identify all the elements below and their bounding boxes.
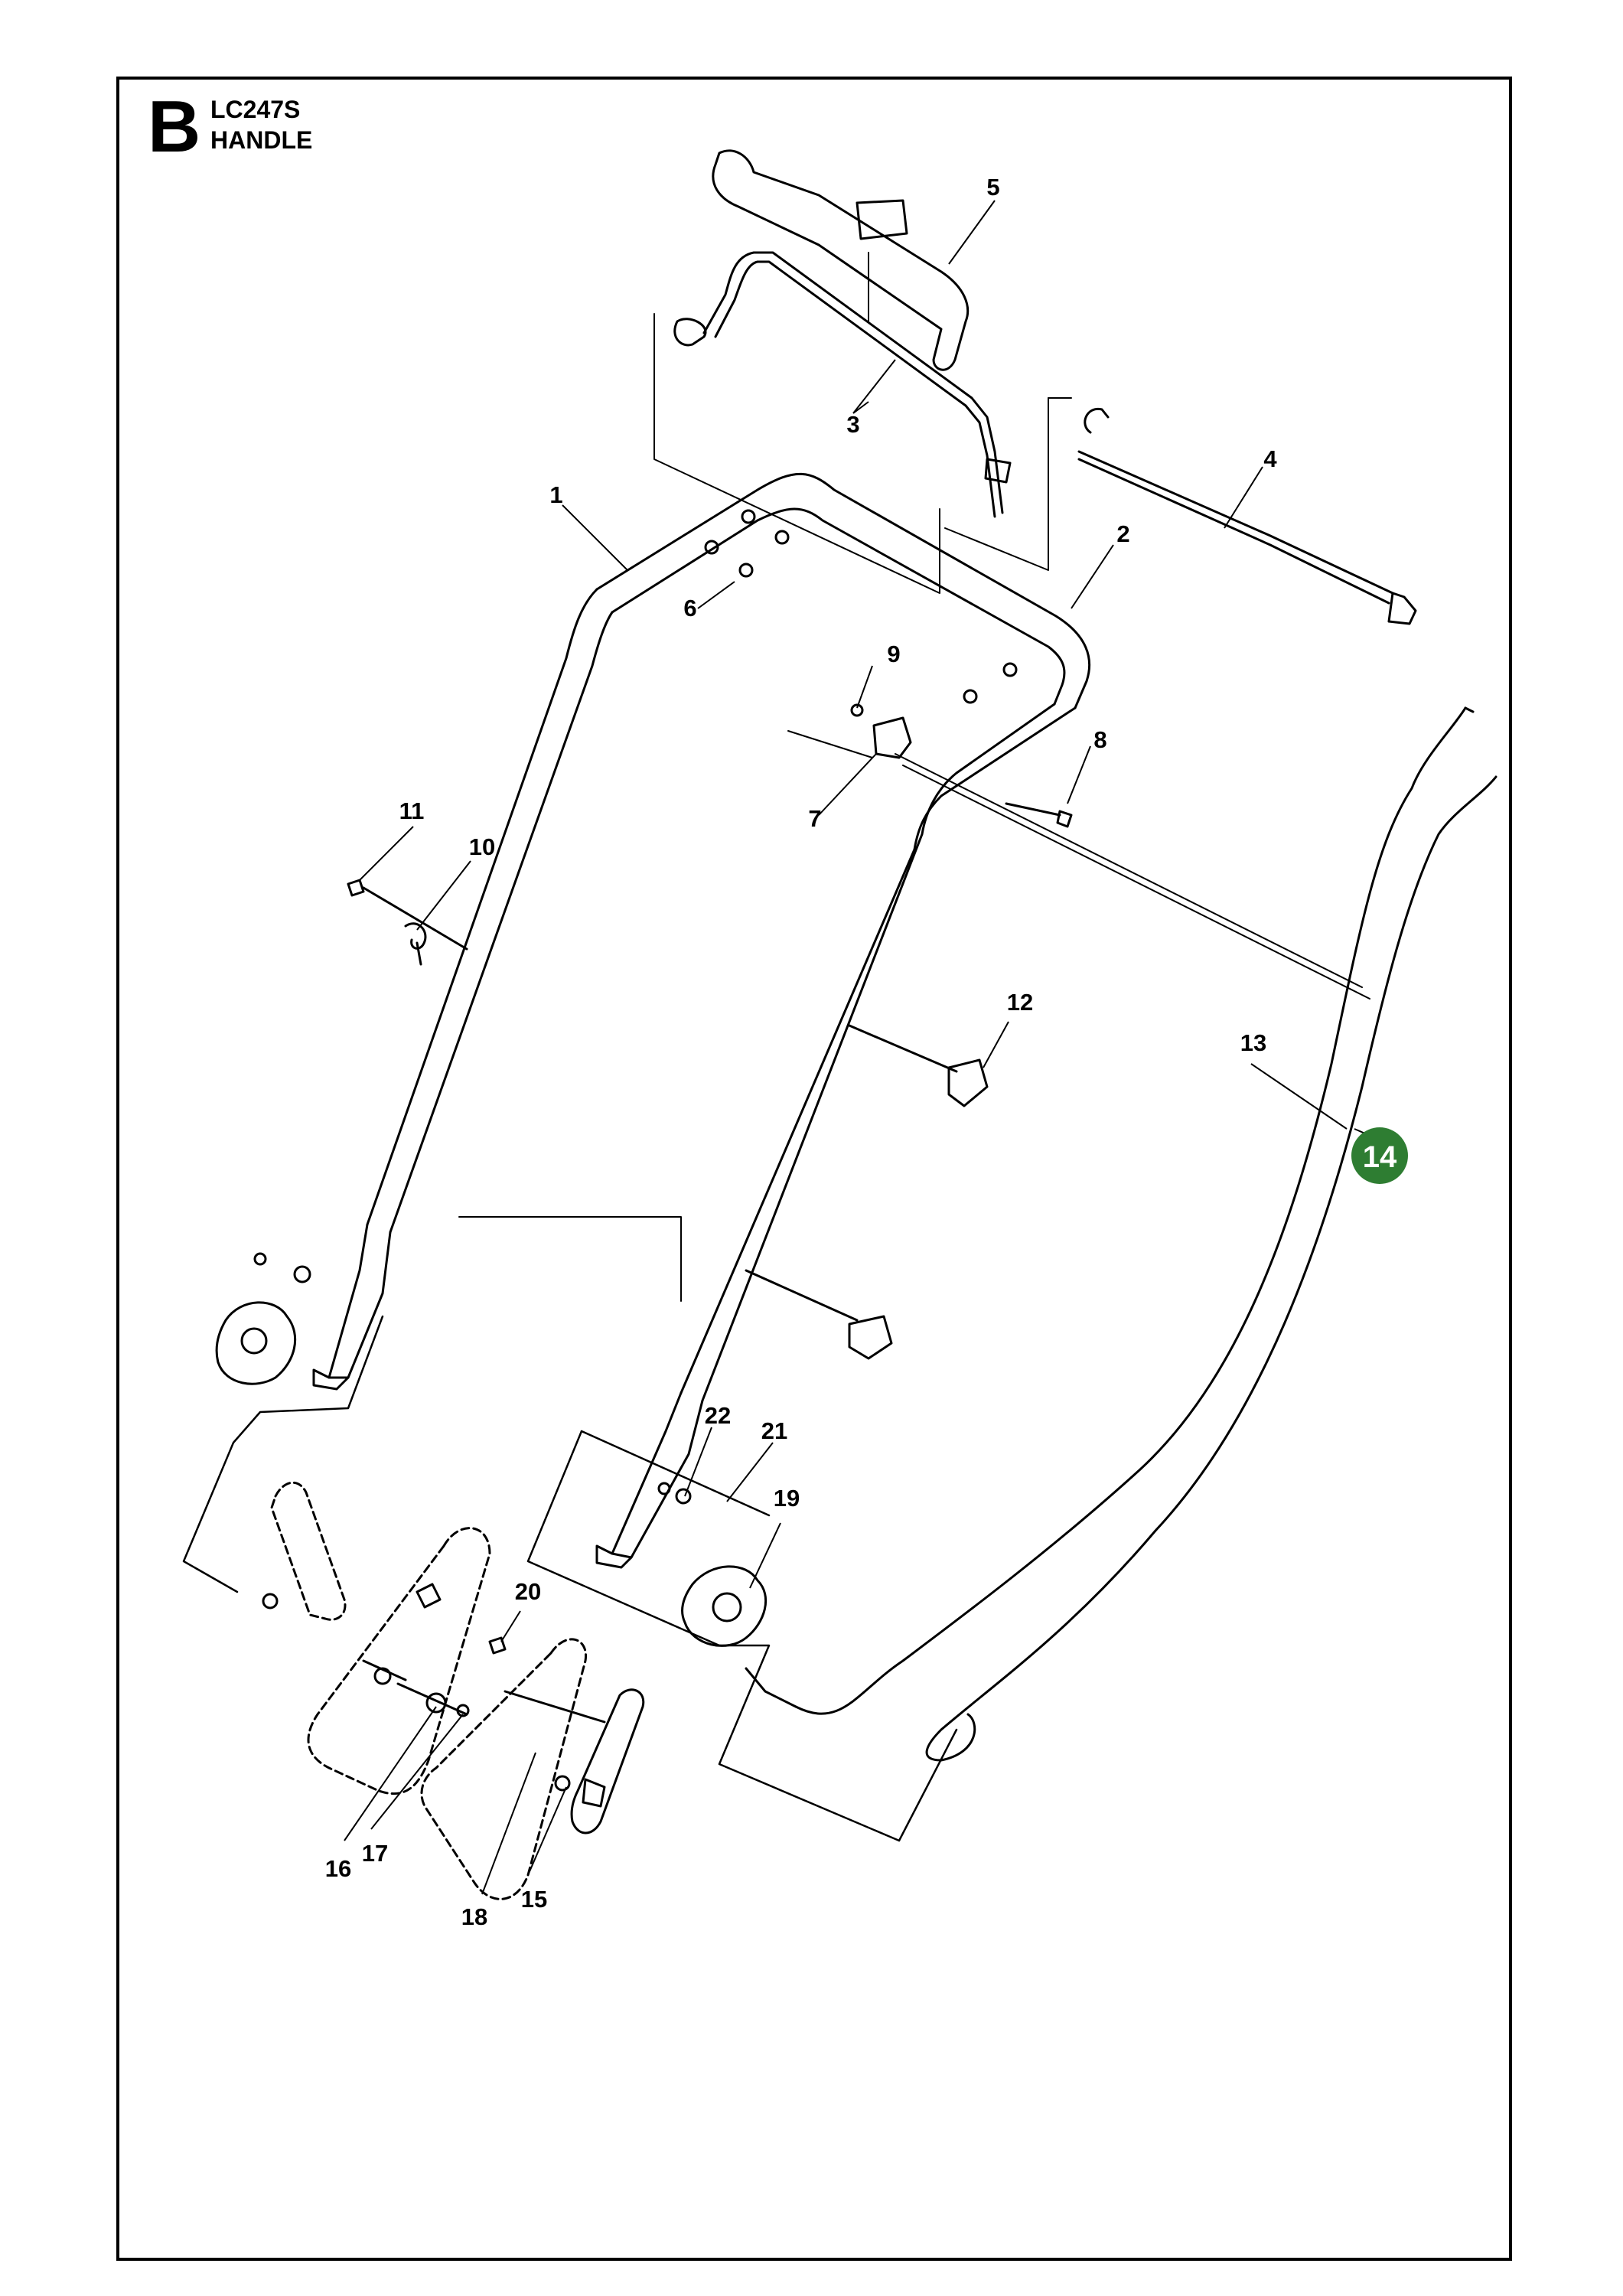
part-6-nuts: [704, 509, 1018, 717]
handle-frame: [312, 472, 1091, 1569]
leader-lines: [344, 200, 1378, 1895]
callout-19: 19: [774, 1485, 800, 1512]
callout-18: 18: [461, 1903, 487, 1930]
callout-22: 22: [705, 1402, 731, 1429]
part-5-grip: [712, 149, 970, 371]
callout-7: 7: [808, 805, 821, 832]
callout-10: 10: [469, 833, 495, 860]
part-15-plate: [570, 1688, 645, 1835]
callout-14-highlight[interactable]: 14: [1351, 1127, 1408, 1184]
callout-13: 13: [1240, 1029, 1266, 1056]
callout-8: 8: [1093, 726, 1106, 753]
section-letter: B: [148, 86, 201, 168]
callout-17: 17: [362, 1840, 388, 1867]
callout-1: 1: [549, 481, 562, 508]
callout-20: 20: [515, 1578, 541, 1605]
callout-6: 6: [683, 595, 696, 621]
diagram-title: HANDLE: [210, 126, 313, 154]
assembly-guide-lines: [458, 252, 1370, 1302]
part-7-clip: [872, 716, 912, 759]
callout-21: 21: [761, 1417, 787, 1444]
part-10-spring: [404, 922, 427, 966]
callout-14: 14: [1363, 1140, 1397, 1174]
lower-assembly-outlines: [182, 1315, 958, 1842]
part-11-screw: [347, 879, 468, 951]
lower-fasteners: [253, 1252, 692, 1792]
callout-5: 5: [986, 174, 999, 201]
part-8-bolt: [1005, 802, 1073, 828]
part-12-clip: [745, 1024, 989, 1360]
part-13-14-cables: [745, 706, 1498, 1762]
callout-12: 12: [1007, 989, 1033, 1016]
diagram-frame: [116, 77, 1512, 2261]
part-18-plate: [270, 1481, 587, 1900]
callout-3: 3: [846, 411, 859, 438]
callout-11: 11: [399, 797, 425, 824]
left-knob: [215, 1301, 297, 1385]
callout-4: 4: [1263, 445, 1277, 472]
callout-2: 2: [1116, 520, 1129, 547]
callout-15: 15: [521, 1886, 547, 1913]
callout-16: 16: [325, 1855, 351, 1882]
callout-9: 9: [887, 641, 900, 667]
part-3-bar: [673, 251, 1012, 518]
part-4-rod: [1077, 407, 1417, 625]
model-name: LC247S: [210, 96, 301, 123]
part-19-knob: [681, 1565, 768, 1647]
